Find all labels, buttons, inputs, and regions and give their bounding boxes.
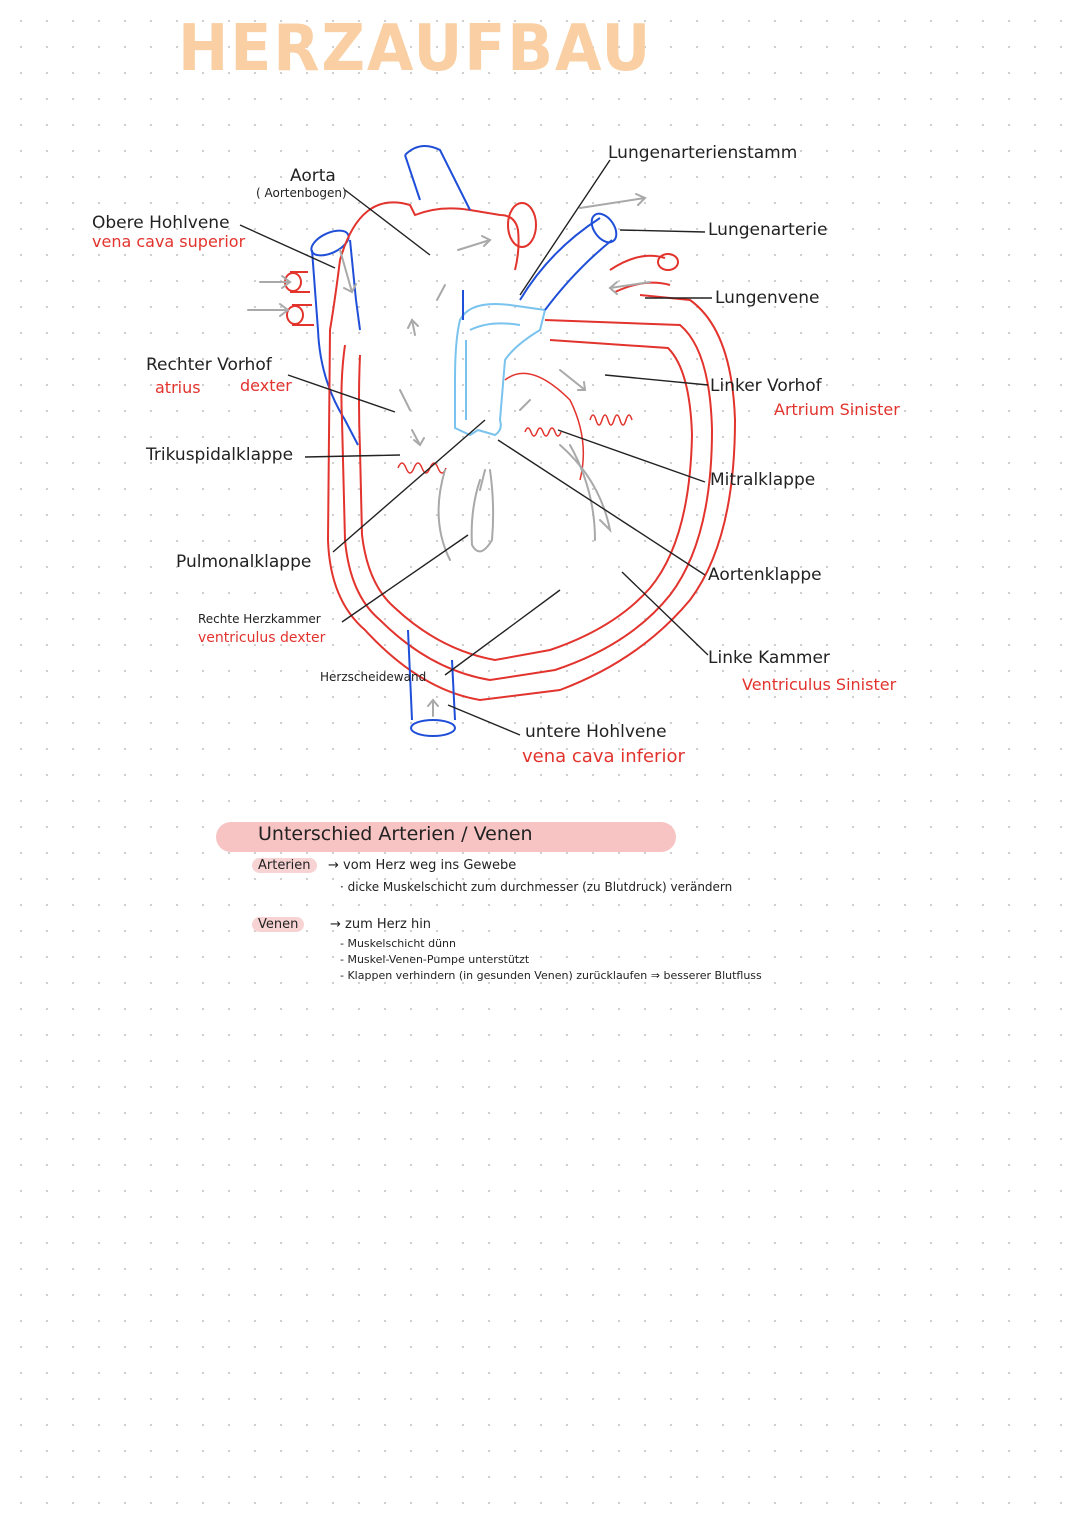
venen-line-2: - Muskelschicht dünn (340, 937, 456, 950)
label-aortenklappe: Aortenklappe (708, 565, 822, 585)
label-herzscheidewand: Herzscheidewand (320, 670, 426, 684)
label-aorta-sub: ( Aortenbogen) (256, 186, 347, 200)
label-rechte-herzkammer: Rechte Herzkammer (198, 612, 321, 626)
venen-label: Venen (252, 917, 304, 932)
label-mitralklappe: Mitralklappe (710, 470, 815, 490)
label-lungenvene: Lungenvene (715, 288, 820, 308)
valves (398, 373, 632, 480)
arterien-line-2: · dicke Muskelschicht zum durchmesser (z… (340, 880, 732, 894)
label-trikuspidalklappe: Trikuspidalklappe (146, 445, 293, 465)
arterien-label: Arterien (252, 858, 317, 873)
right-pulmonary-veins (285, 272, 314, 325)
label-obere-hohlvene-lat: vena cava superior (92, 232, 245, 251)
aortic-arch-vessel (405, 146, 470, 210)
pulmonary-trunk (455, 304, 545, 435)
label-untere-hohlvene: untere Hohlvene (525, 722, 667, 742)
label-rechter-vorhof-lat1: atrius (155, 378, 201, 397)
notes-heading: Unterschied Arterien / Venen (258, 823, 533, 845)
pulmonary-arteries (463, 209, 621, 320)
label-linke-kammer-lat: Ventriculus Sinister (742, 675, 896, 694)
label-obere-hohlvene: Obere Hohlvene (92, 213, 230, 233)
venen-line-3: - Muskel-Venen-Pumpe unterstützt (340, 953, 529, 966)
label-rechter-vorhof-lat2: dexter (240, 376, 292, 395)
label-untere-hohlvene-lat: vena cava inferior (522, 746, 685, 767)
label-lungenarterienstamm: Lungenarterienstamm (608, 143, 797, 163)
label-aorta: Aorta (290, 166, 336, 186)
label-rechte-herzkammer-lat: ventriculus dexter (198, 630, 325, 646)
leader-lines (240, 160, 712, 735)
arterien-line-1: → vom Herz weg ins Gewebe (328, 858, 516, 873)
venen-line-4: - Klappen verhindern (in gesunden Venen)… (340, 969, 762, 982)
label-linker-vorhof: Linker Vorhof (710, 376, 822, 396)
label-rechter-vorhof: Rechter Vorhof (146, 355, 272, 375)
venen-line-1: → zum Herz hin (330, 917, 431, 932)
label-lungenarterie: Lungenarterie (708, 220, 827, 240)
label-linke-kammer: Linke Kammer (708, 648, 830, 668)
label-pulmonalklappe: Pulmonalklappe (176, 552, 311, 572)
label-linker-vorhof-lat: Artrium Sinister (774, 400, 900, 419)
